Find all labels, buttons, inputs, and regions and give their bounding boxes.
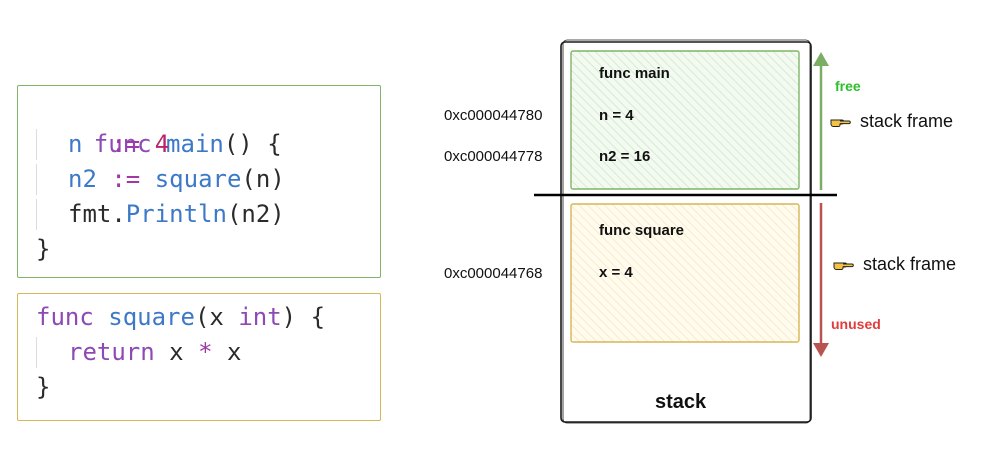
pointing-hand-icon: [830, 119, 851, 127]
unused-label: unused: [831, 316, 881, 332]
code-block-main: func main() { n := 4 n2 := square(n) fmt…: [17, 85, 381, 278]
address-label: 0xc000044778: [444, 148, 543, 165]
square-frame-box: [570, 203, 800, 343]
free-label: free: [835, 78, 861, 94]
code-line: func square(x int) {: [36, 303, 326, 331]
code-line: }: [36, 235, 51, 263]
square-frame-var-x: x = 4: [599, 264, 633, 281]
main-frame-var-n: n = 4: [599, 107, 634, 124]
code-line: n := 4: [36, 127, 380, 162]
code-line: fmt.Println(n2): [36, 197, 380, 232]
arrow-down-icon: [813, 343, 829, 357]
square-frame-title: func square: [599, 222, 685, 239]
stack-frame-label-main: stack frame: [830, 111, 953, 132]
pointing-hand-icon: [833, 262, 854, 270]
code-line: n2 := square(n): [36, 162, 380, 197]
main-frame-box: [570, 50, 800, 190]
main-frame-var-n2: n2 = 16: [599, 148, 651, 165]
stack-frame-label-square: stack frame: [833, 254, 956, 275]
code-line: func main() {: [93, 130, 282, 158]
code-line: }: [36, 373, 51, 401]
code-line: return x * x: [36, 335, 380, 370]
arrow-up-icon: [813, 52, 829, 66]
code-block-square: func square(x int) { return x * x }: [17, 293, 381, 421]
stack-container: [560, 41, 812, 423]
address-label: 0xc000044768: [444, 265, 543, 282]
address-label: 0xc000044780: [444, 107, 543, 124]
main-frame-title: func main: [599, 65, 670, 82]
stack-title: stack: [655, 391, 707, 413]
